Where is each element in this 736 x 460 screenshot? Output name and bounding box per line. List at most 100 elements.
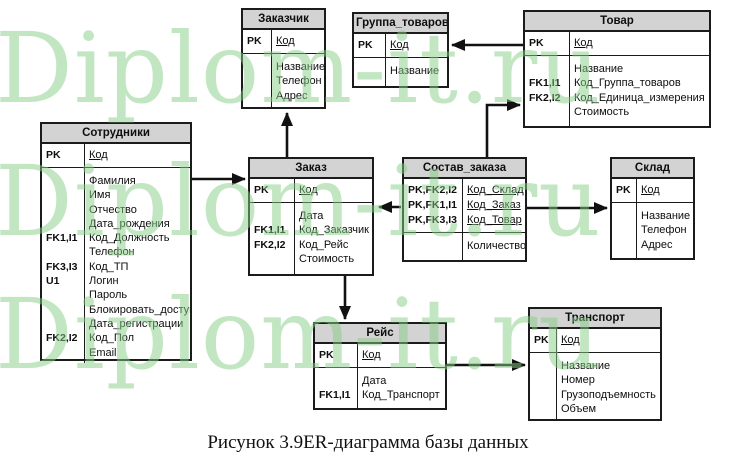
key-tag: PK (616, 184, 631, 196)
attribute-name: Название (641, 210, 691, 222)
figure-caption: Рисунок 3.9ER-диаграмма базы данных (207, 432, 529, 453)
key-tag: FK2,I2 (529, 91, 561, 104)
attribute-name: Грузоподъемность (561, 388, 656, 401)
attribute-name: Код_Единица_измерения (574, 91, 705, 104)
attribute-name: Телефон (641, 224, 687, 237)
key-tag: FK1,I1 (254, 224, 286, 237)
key-tag (530, 373, 556, 387)
key-tag: FK3,I3 (46, 260, 78, 273)
attribute-name: Код_Заказчик (299, 224, 369, 237)
key-attribute-name: Код_Заказ (467, 199, 521, 211)
key-tag (250, 209, 294, 223)
key-tag (42, 188, 84, 202)
key-tag (354, 64, 385, 78)
attribute-name: Название (276, 61, 324, 73)
attribute-name: Номер (561, 374, 595, 387)
key-tag (612, 223, 636, 237)
attribute-name: Адрес (641, 238, 673, 251)
key-tag (612, 238, 636, 252)
attribute-section: Название (354, 58, 447, 86)
key-tag: PK,FK3,I3 (408, 214, 458, 226)
attribute-name: Объем (561, 402, 597, 415)
key-tag (530, 359, 556, 373)
attribute-name: Email (89, 346, 117, 359)
attribute-name: Логин (89, 275, 119, 288)
attribute-name: Дата_рождения (89, 217, 170, 230)
attribute-name: Отчество (89, 203, 137, 216)
key-tag: PK (46, 149, 61, 161)
key-tag: FK1,I1 (46, 232, 78, 245)
key-tag: FK2,I2 (46, 332, 78, 345)
attribute-name: Дата_регистрации (89, 317, 184, 330)
entity-title: Заказчик (243, 10, 324, 30)
key-attribute-name: Код (574, 37, 593, 49)
key-tag (42, 288, 84, 302)
key-attribute-name: Код (276, 35, 295, 47)
attribute-name: Стоимость (299, 252, 355, 265)
attribute-name: Имя (89, 189, 111, 202)
key-tag (42, 245, 84, 259)
attribute-name: Код_Должность (89, 232, 170, 245)
attribute-name: Название (561, 360, 611, 372)
attribute-name: Код_Пол (89, 332, 135, 345)
key-tag: PK (534, 334, 549, 346)
key-tag: PK (254, 184, 269, 196)
key-tag: PK,FK2,I2 (408, 184, 458, 196)
entity-title: Состав_заказа (404, 159, 525, 179)
key-tag: PK (358, 39, 373, 51)
key-section: PK Код (525, 32, 709, 56)
key-tag: PK (529, 37, 544, 49)
key-section: PK Код (243, 30, 324, 54)
key-tag (525, 105, 569, 119)
attribute-name: Код_Транспорт (362, 389, 440, 402)
attribute-name: Блокировать_доступ (89, 303, 190, 316)
key-tag: FK2,I2 (254, 238, 286, 251)
key-tag (42, 346, 84, 360)
attribute-name: Код_Группа_товаров (574, 77, 681, 90)
entity-title: Склад (612, 159, 693, 179)
key-tag: FK1,I1 (319, 389, 351, 402)
attribute-name: Название (574, 63, 624, 75)
attribute-name: Телефон (89, 246, 135, 259)
attribute-name: Название (390, 65, 440, 77)
key-tag (525, 62, 569, 76)
key-tag: PK (247, 35, 262, 47)
key-tag (42, 303, 84, 317)
attribute-name: Фамилия (89, 175, 136, 187)
entity-title: Группа_товаров (354, 14, 447, 34)
key-attribute-name: Код (641, 184, 660, 196)
entity-title: Товар (525, 12, 709, 32)
key-tag (42, 317, 84, 331)
key-attribute-name: Код_Товар (467, 214, 522, 226)
attribute-name: Код_Рейс (299, 238, 349, 251)
key-tag (530, 388, 556, 402)
attribute-name: Пароль (89, 289, 128, 302)
entity-title: Транспорт (530, 309, 660, 329)
key-attribute-name: Код (390, 39, 409, 51)
key-tag: PK (319, 349, 334, 361)
key-tag (42, 174, 84, 188)
key-tag (250, 252, 294, 266)
attribute-name: Стоимость (574, 105, 630, 118)
attribute-name: Количество (467, 240, 525, 252)
